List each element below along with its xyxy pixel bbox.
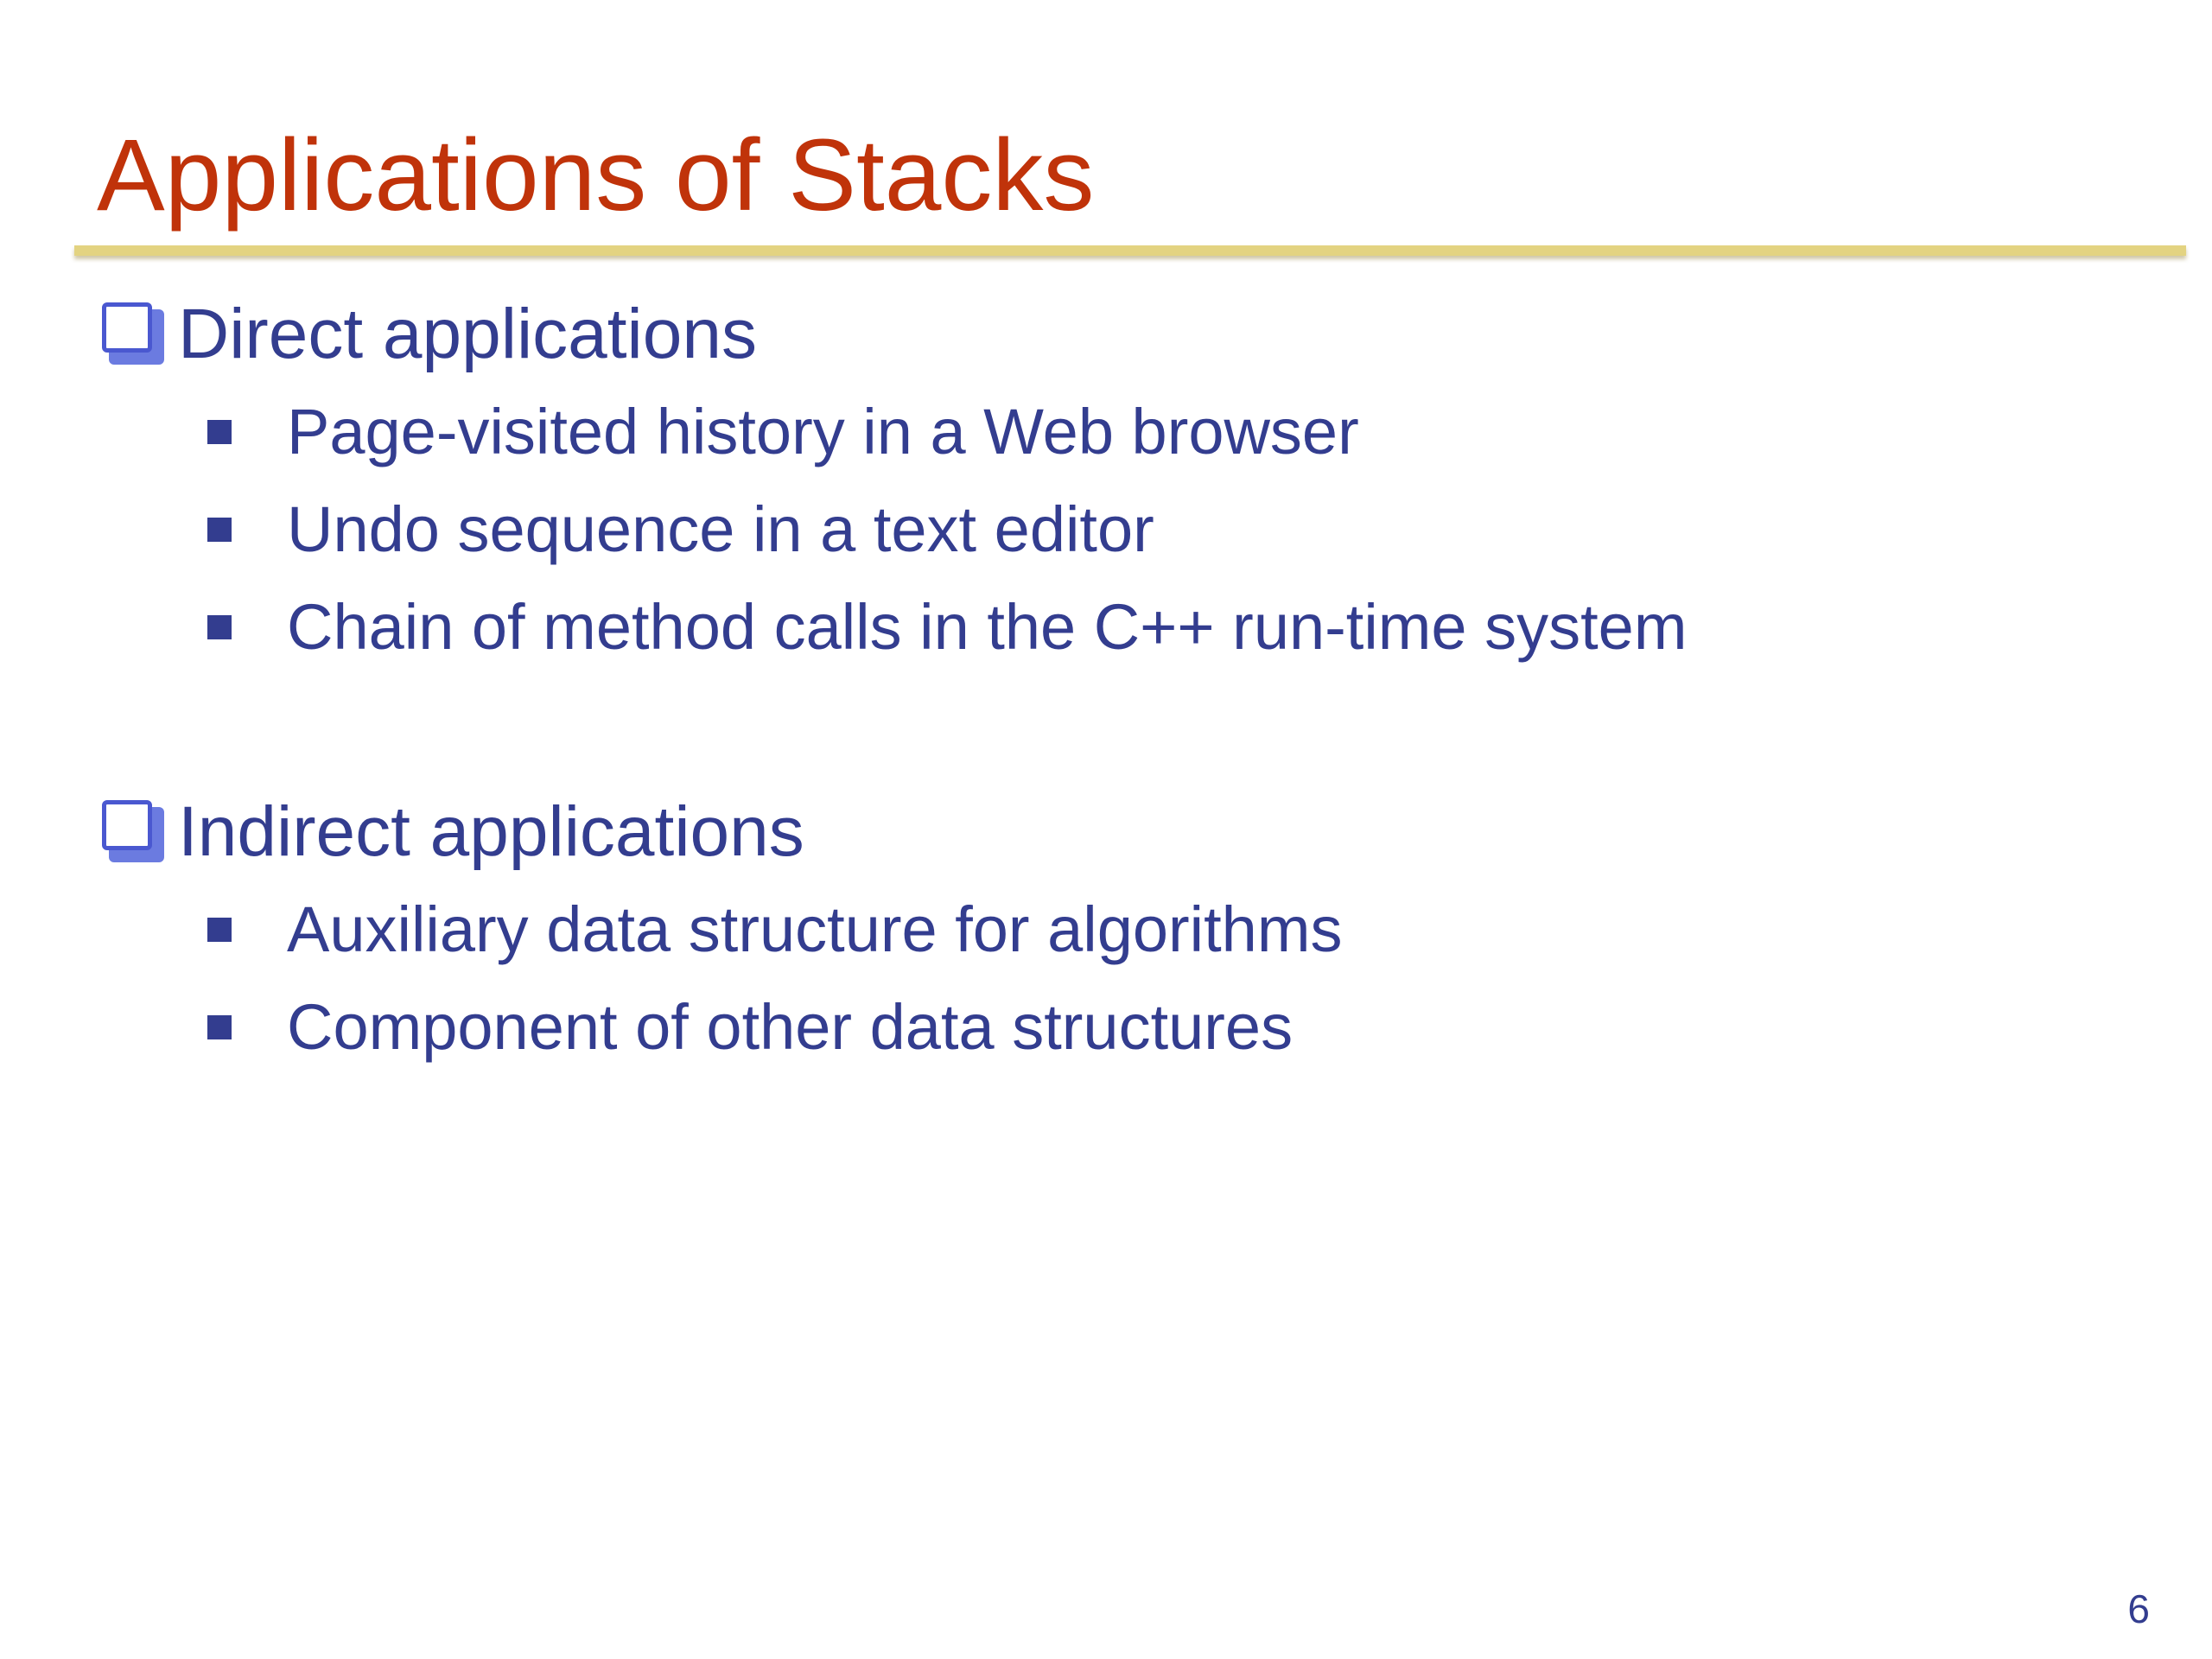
bullet-text: Component of other data structures [287, 991, 1294, 1063]
list-item: Page-visited history in a Web browser [207, 389, 1359, 475]
square-bullet-icon [207, 615, 232, 639]
slide-title: Applications of Stacks [97, 118, 1095, 232]
list-item: Chain of method calls in the C++ run-tim… [207, 584, 1687, 671]
section-indirect-applications: Indirect applications [102, 785, 804, 880]
page-number: 6 [2127, 1586, 2150, 1631]
bullet-text: Undo sequence in a text editor [287, 493, 1154, 565]
square-bullet-icon [207, 1015, 232, 1039]
checkbox-outline-icon [102, 800, 166, 864]
list-item: Auxiliary data structure for algorithms [207, 887, 1342, 973]
section-heading: Direct applications [178, 295, 757, 373]
square-bullet-icon [207, 518, 232, 542]
list-item: Undo sequence in a text editor [207, 486, 1154, 573]
bullet-text: Chain of method calls in the C++ run-tim… [287, 591, 1688, 663]
bullet-text: Auxiliary data structure for algorithms [287, 893, 1343, 965]
checkbox-outline-icon [102, 302, 166, 366]
title-divider [74, 245, 2186, 256]
square-bullet-icon [207, 918, 232, 942]
square-bullet-icon [207, 420, 232, 444]
section-heading: Indirect applications [178, 792, 804, 871]
list-item: Component of other data structures [207, 984, 1293, 1071]
bullet-text: Page-visited history in a Web browser [287, 396, 1359, 467]
section-direct-applications: Direct applications [102, 287, 757, 382]
